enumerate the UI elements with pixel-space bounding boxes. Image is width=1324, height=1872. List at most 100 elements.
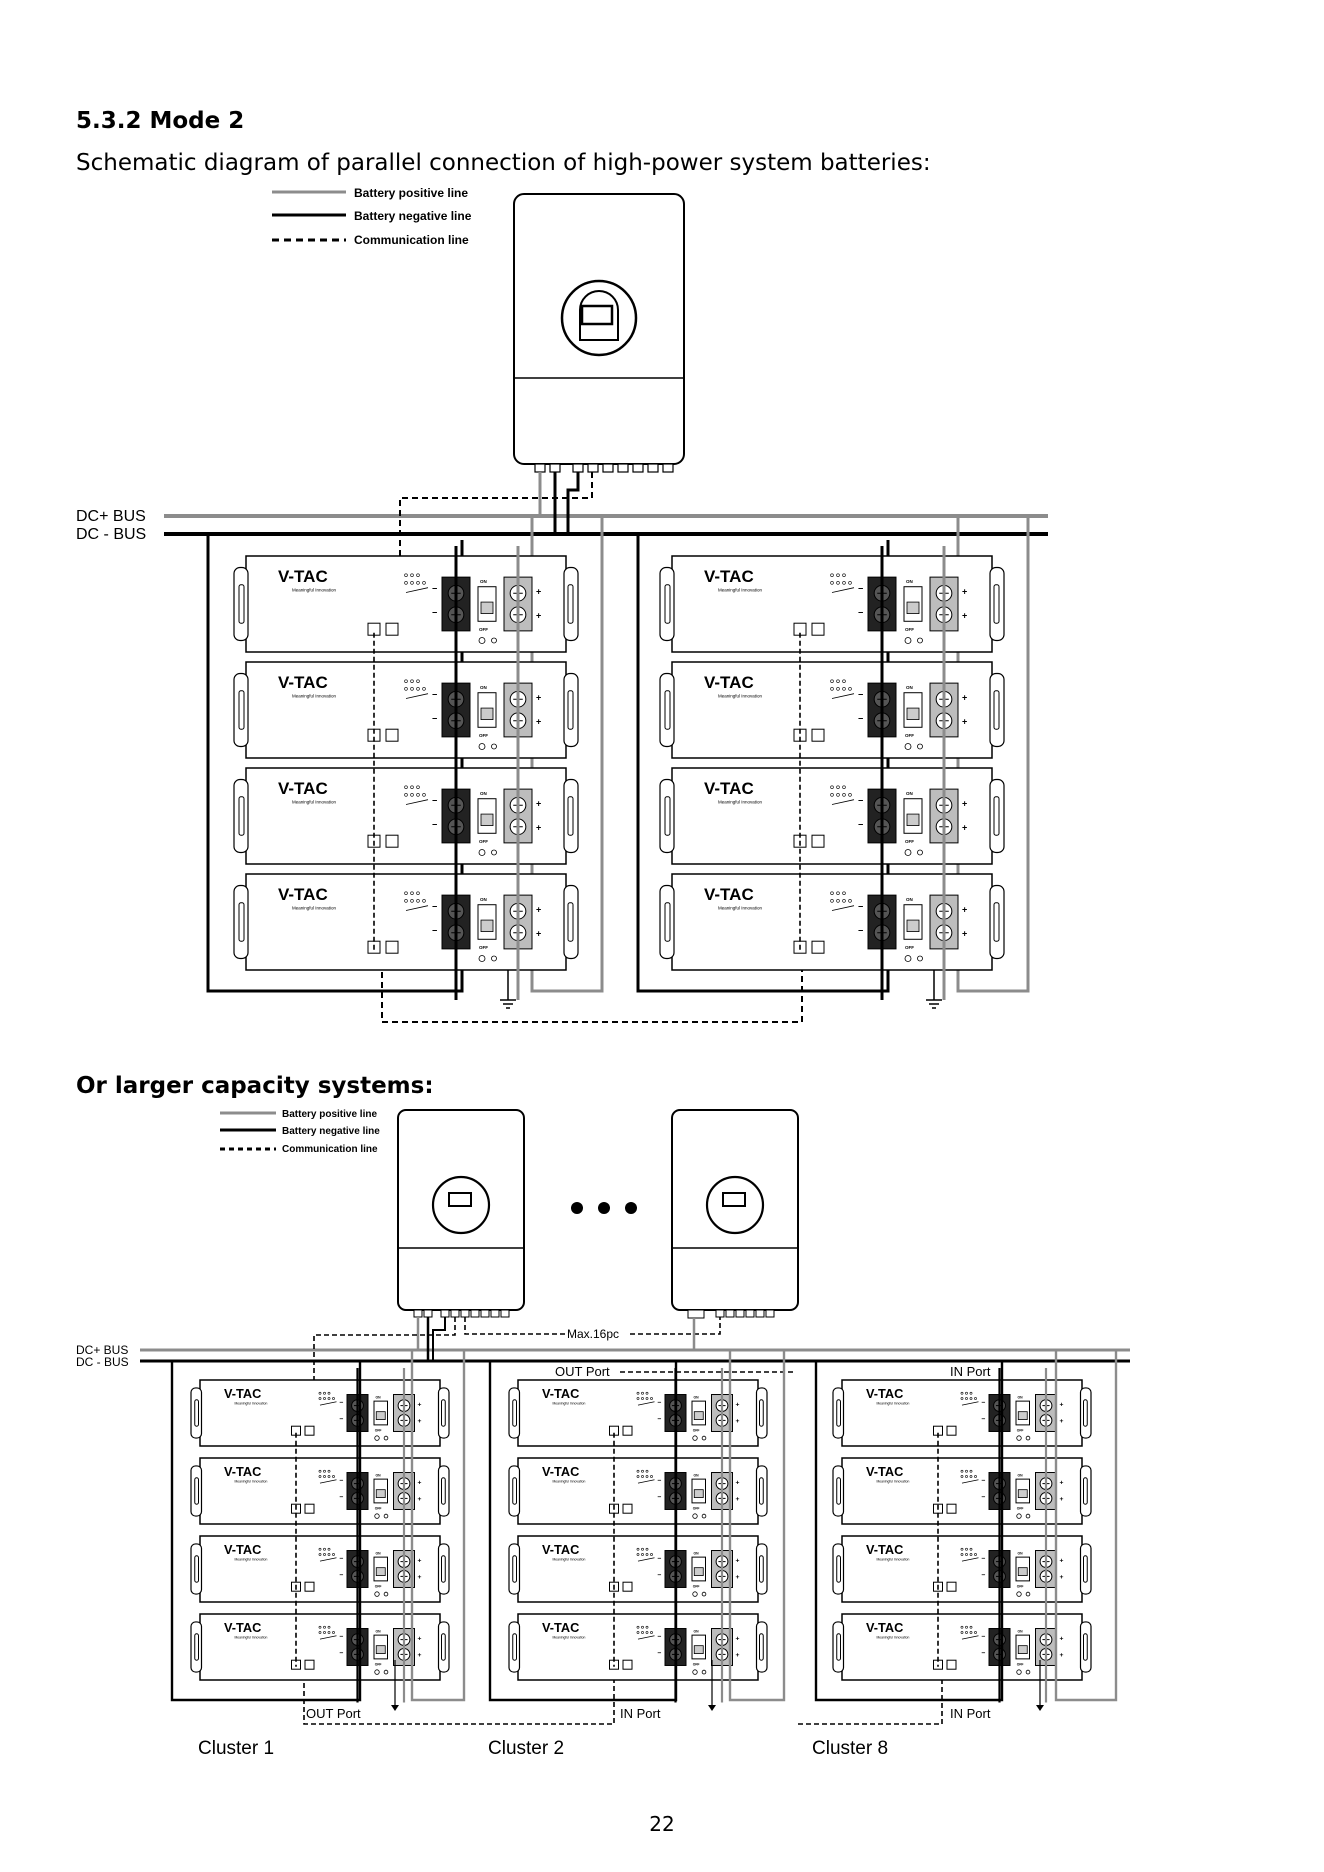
led [842,793,846,797]
led [842,785,846,789]
handle-slot [664,796,671,836]
cluster-frame [1054,1350,1118,1702]
comm-port [811,728,825,742]
indicator [1016,1435,1022,1441]
comm-port [622,1659,633,1670]
minus-sign: − [858,584,863,594]
led [974,1397,977,1400]
led [422,687,426,691]
plus-sign: + [962,822,967,832]
comm-port [385,834,399,848]
off-label: OFF [479,945,488,950]
on-label: ON [376,1551,382,1555]
dc-minus-bus-label: DC - BUS [76,526,146,543]
vtac-logo: V-TAC [704,885,754,904]
plus-sign: + [418,1401,422,1408]
led [410,891,414,895]
minus-sign: − [432,902,437,912]
led [965,1391,968,1395]
inverter [513,193,685,473]
handle-slot [759,1477,764,1505]
on-label: ON [906,897,913,902]
led [960,1625,964,1629]
soc-bar [961,1557,979,1562]
indicator [374,1591,380,1597]
led [974,1553,977,1556]
led [960,1469,964,1473]
off-label: OFF [479,839,488,844]
indicator [1025,1669,1031,1675]
plus-sign: + [736,1418,740,1425]
handle-slot [993,796,1000,836]
led [332,1631,335,1634]
vtac-logo: V-TAC [704,673,754,692]
soc-bar [319,1635,337,1640]
vtac-tagline: Meaningful Innovation [877,1401,910,1405]
minus-sign: − [982,1399,986,1406]
led [830,785,834,789]
indicator [491,637,497,644]
led [830,573,834,577]
led [974,1475,977,1478]
led [965,1397,968,1400]
soc-bar [637,1479,655,1484]
comm-port [304,1503,315,1514]
soc-bar [405,799,429,805]
comm-port [946,1659,957,1670]
led [410,785,414,789]
led [960,1547,964,1551]
led [650,1631,653,1634]
plus-sign: + [962,904,967,914]
led [327,1553,331,1556]
minus-sign: − [658,1555,662,1562]
off-label: OFF [693,1506,700,1510]
soc-bar [637,1635,655,1640]
indicator [917,637,923,644]
cluster-frame [728,1350,786,1702]
led [960,1391,964,1395]
led [410,581,414,585]
led [645,1397,649,1400]
plus-sign: + [1060,1652,1064,1659]
led [641,1391,644,1395]
plus-sign: + [418,1635,422,1642]
handle-slot [759,1555,764,1583]
vtac-logo: V-TAC [278,885,328,904]
vtac-logo: V-TAC [542,1542,579,1557]
led [960,1631,964,1634]
handle-slot [512,1477,517,1505]
led [830,687,834,691]
indicator [904,955,912,962]
indicator [692,1669,698,1675]
ellipsis-dot [571,1202,583,1214]
led [636,1625,640,1629]
cluster-label: Cluster 1 [198,1738,274,1759]
off-label: OFF [1017,1506,1024,1510]
led [965,1475,968,1478]
vtac-tagline: Meaningful Innovation [877,1557,910,1561]
indicator [917,743,923,750]
plus-sign: + [962,586,967,596]
minus-sign: − [658,1633,662,1640]
handle-slot [664,690,671,730]
soc-bar [961,1401,979,1406]
led [965,1553,968,1556]
led [416,581,420,585]
led [969,1391,973,1395]
minus-sign: − [340,1494,344,1501]
breaker-switch [480,813,494,827]
handle-slot [194,1555,199,1583]
soc-bar [405,693,429,699]
vtac-tagline: Meaningful Innovation [553,1401,586,1405]
led [318,1391,322,1395]
off-label: OFF [905,945,914,950]
led [636,1475,640,1478]
comm-port [385,940,399,954]
led [645,1631,649,1634]
on-label: ON [1018,1473,1024,1477]
led [416,679,420,683]
plus-sign: + [962,798,967,808]
led [842,573,846,577]
cluster-frame [410,1350,466,1702]
